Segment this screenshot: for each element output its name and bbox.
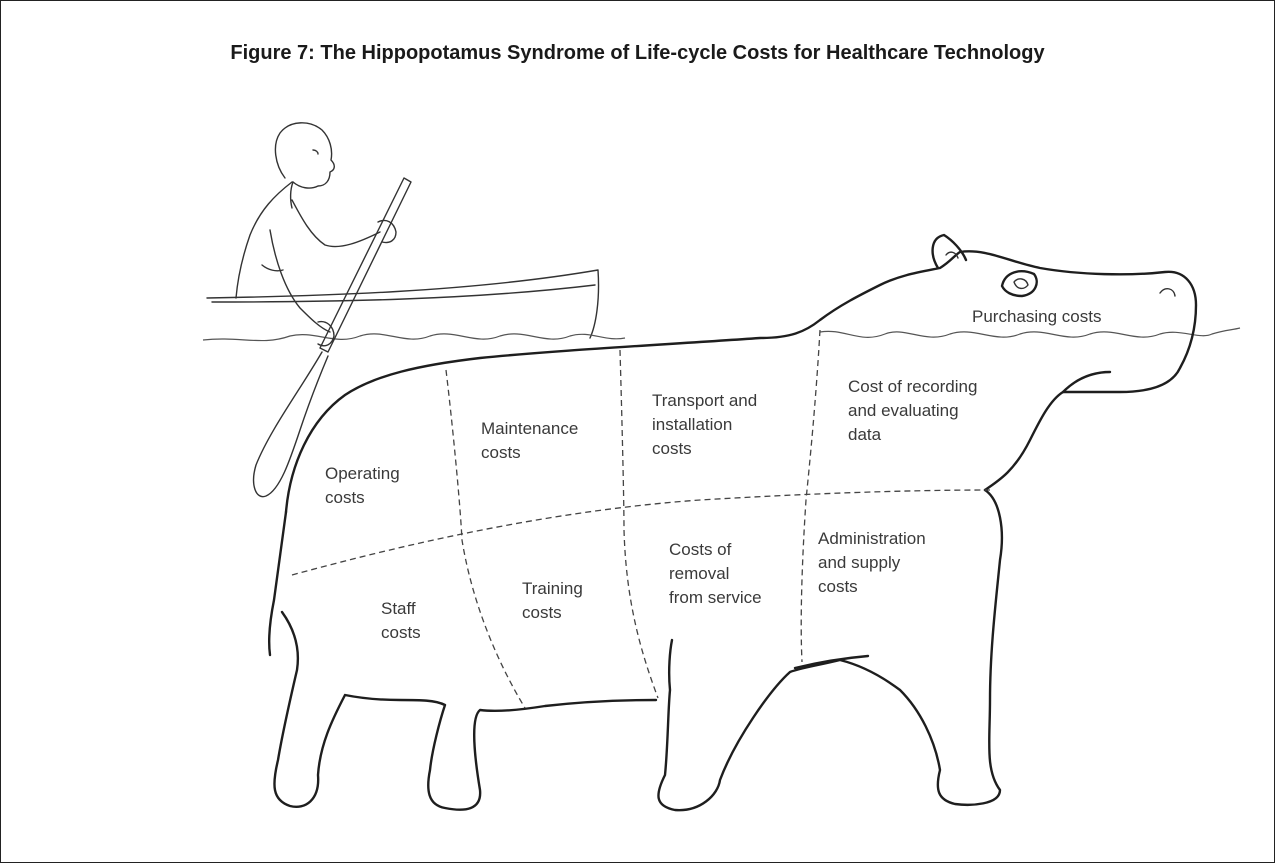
svg-text:costs: costs xyxy=(818,577,858,596)
svg-text:installation: installation xyxy=(652,415,732,434)
svg-text:and evaluating: and evaluating xyxy=(848,401,959,420)
label-recording-costs: Cost of recording and evaluating data xyxy=(848,377,977,444)
svg-text:Purchasing costs: Purchasing costs xyxy=(972,307,1101,326)
paddler-figure xyxy=(236,123,411,497)
svg-text:Maintenance: Maintenance xyxy=(481,419,578,438)
svg-text:costs: costs xyxy=(481,443,521,462)
label-training-costs: Training costs xyxy=(522,579,583,622)
label-transport-costs: Transport and installation costs xyxy=(652,391,757,458)
label-purchasing-costs: Purchasing costs xyxy=(972,307,1101,326)
svg-text:Operating: Operating xyxy=(325,464,400,483)
svg-text:costs: costs xyxy=(522,603,562,622)
svg-text:Staff: Staff xyxy=(381,599,416,618)
svg-text:from service: from service xyxy=(669,588,762,607)
svg-text:Administration: Administration xyxy=(818,529,926,548)
svg-text:removal: removal xyxy=(669,564,729,583)
label-staff-costs: Staff costs xyxy=(381,599,421,642)
svg-text:and supply: and supply xyxy=(818,553,901,572)
canoe xyxy=(207,270,599,338)
label-administration-costs: Administration and supply costs xyxy=(818,529,926,596)
svg-text:Training: Training xyxy=(522,579,583,598)
label-removal-costs: Costs of removal from service xyxy=(669,540,762,607)
svg-text:costs: costs xyxy=(381,623,421,642)
svg-text:data: data xyxy=(848,425,882,444)
svg-text:costs: costs xyxy=(325,488,365,507)
label-maintenance-costs: Maintenance costs xyxy=(481,419,578,462)
svg-text:Transport and: Transport and xyxy=(652,391,757,410)
svg-text:costs: costs xyxy=(652,439,692,458)
label-operating-costs: Operating costs xyxy=(325,464,400,507)
svg-text:Costs of: Costs of xyxy=(669,540,732,559)
water-line xyxy=(203,328,1240,341)
svg-text:Cost of recording: Cost of recording xyxy=(848,377,977,396)
